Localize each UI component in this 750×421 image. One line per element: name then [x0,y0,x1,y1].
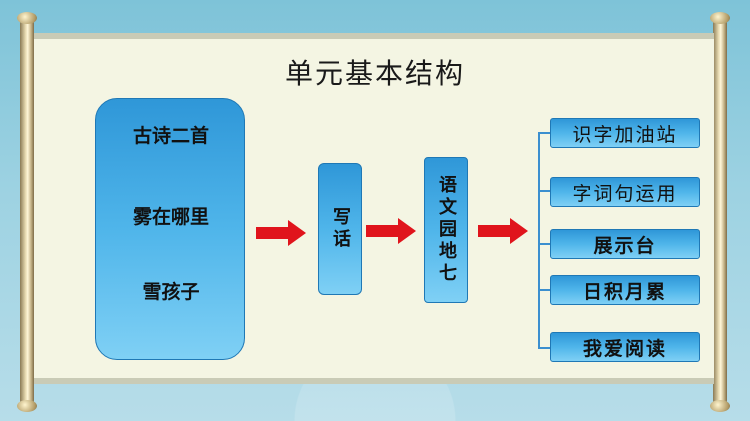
topic-box: 我爱阅读 [550,332,700,362]
topic-box: 识字加油站 [550,118,700,148]
arrow-right-icon [478,218,528,244]
lesson-item: 古诗二首 [132,125,209,147]
scroll-rod-left [17,12,37,412]
arrow-right-icon [256,220,306,246]
writing-box: 写话 [318,163,362,295]
lesson-item: 雪孩子 [142,281,200,303]
topic-box: 日积月累 [550,275,700,305]
topic-label: 识字加油站 [572,123,678,146]
page-title: 单元基本结构 [284,57,465,90]
topic-box: 展示台 [550,229,700,259]
topic-label: 展示台 [593,234,657,257]
writing-label: 写话 [330,207,351,251]
scroll-rod-right [710,12,730,412]
arrow-right-icon [366,218,416,244]
language-garden-box: 语文园地七 [424,157,468,303]
language-garden-label: 语文园地七 [436,175,457,285]
topic-label: 日积月累 [582,280,667,303]
bracket-connector [538,132,540,349]
topic-label: 我爱阅读 [582,337,667,360]
lesson-item: 雾在哪里 [132,206,209,228]
topic-label: 字词句运用 [572,182,678,205]
lesson-list-box: 古诗二首 雾在哪里 雪孩子 [95,98,245,360]
topic-box: 字词句运用 [550,177,700,207]
